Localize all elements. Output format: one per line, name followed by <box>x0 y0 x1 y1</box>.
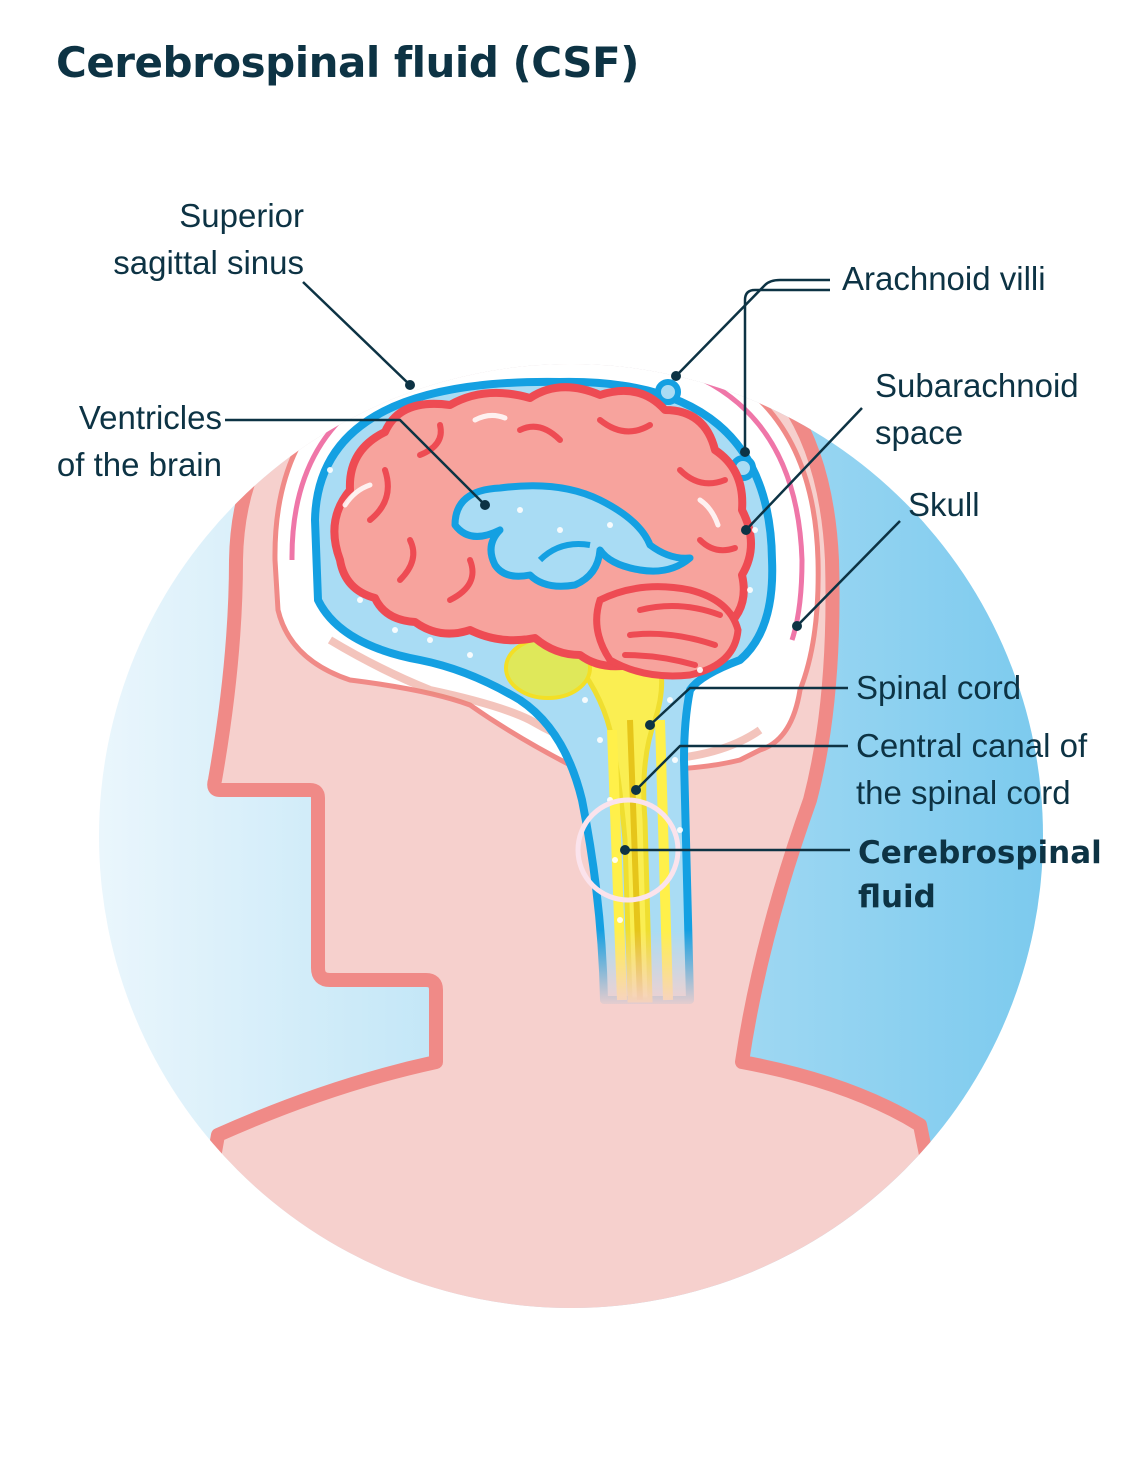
label-central-canal: Central canal of the spinal cord <box>856 727 1088 811</box>
brain-cerebellum <box>593 583 742 680</box>
diagram-title: Cerebrospinal fluid (CSF) <box>56 38 639 87</box>
label-superior-sagittal-sinus: Superior sagittal sinus <box>113 197 304 281</box>
arachnoid-villus-upper <box>655 379 681 405</box>
label-subarachnoid-space: Subarachnoid space <box>875 367 1079 451</box>
label-skull: Skull <box>908 486 980 523</box>
leader-lines <box>225 278 901 852</box>
label-spinal-cord: Spinal cord <box>856 669 1022 706</box>
label-arachnoid-villi: Arachnoid villi <box>842 260 1046 297</box>
leader-dots <box>405 371 802 855</box>
label-ventricles: Ventricles of the brain <box>56 399 222 483</box>
label-cerebrospinal-fluid: Cerebrospinal fluid <box>858 835 1102 915</box>
ventricles <box>451 482 694 590</box>
